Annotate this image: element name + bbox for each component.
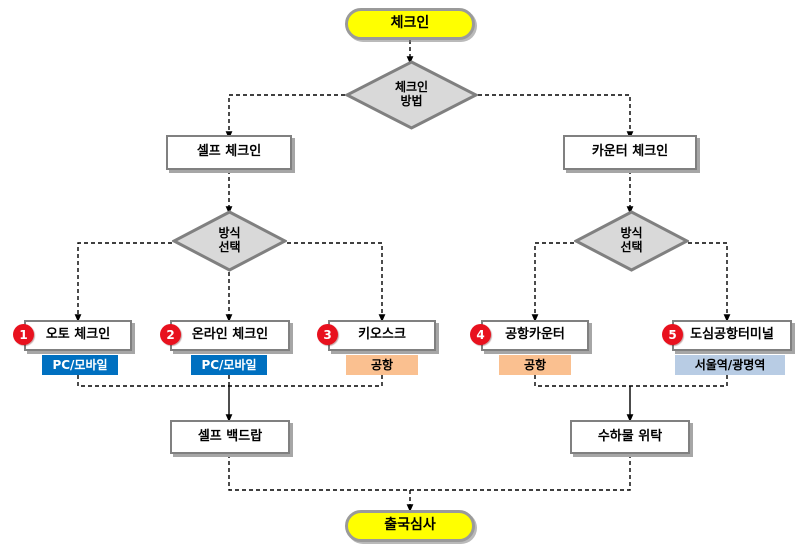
node-start[interactable]: 체크인 <box>345 8 475 40</box>
node-end[interactable]: 출국심사 <box>345 510 475 542</box>
edge-method-to-self <box>225 94 345 140</box>
node-decision-self-mode[interactable]: 방식 선택 <box>172 210 287 272</box>
edge-countermode-to-leaf5 <box>688 242 731 323</box>
tag-kiosk: 공항 <box>346 355 418 375</box>
edge-selfmode-to-leaf3 <box>287 242 386 323</box>
diamond-shape-self-mode <box>172 210 287 272</box>
node-counter-checkin[interactable]: 카운터 체크인 <box>563 135 697 170</box>
node-leaf-kiosk[interactable]: 키오스크 <box>328 320 436 351</box>
tag-auto-checkin: PC/모바일 <box>42 355 118 375</box>
edge-bus-final <box>228 454 631 491</box>
edge-bus-right <box>534 375 728 387</box>
badge-4: 4 <box>470 324 491 345</box>
node-self-bagdrop[interactable]: 셀프 백드랍 <box>170 420 290 454</box>
node-leaf-city-airport-terminal[interactable]: 도심공항터미널 <box>672 320 792 351</box>
edge-bus-left <box>77 375 383 387</box>
edge-method-to-counter <box>478 94 634 140</box>
node-leaf-airport-counter[interactable]: 공항카운터 <box>481 320 589 351</box>
node-leaf-online-checkin[interactable]: 온라인 체크인 <box>170 320 290 351</box>
node-decision-counter-mode[interactable]: 방식 선택 <box>574 210 689 272</box>
badge-1: 1 <box>13 324 34 345</box>
tag-online-checkin: PC/모바일 <box>191 355 267 375</box>
badge-2: 2 <box>160 324 181 345</box>
node-decision-self-mode-label: 방식 선택 <box>218 226 241 254</box>
badge-3: 3 <box>317 324 338 345</box>
tag-airport-counter: 공항 <box>499 355 571 375</box>
diamond-shape-counter-mode <box>574 210 689 272</box>
tag-city-airport-terminal: 서울역/광명역 <box>675 355 785 375</box>
node-decision-counter-mode-label: 방식 선택 <box>620 226 643 254</box>
node-baggage-check[interactable]: 수하물 위탁 <box>570 420 690 454</box>
node-self-checkin[interactable]: 셀프 체크인 <box>166 135 292 170</box>
edge-selfmode-to-leaf1 <box>74 242 172 323</box>
diamond-shape-method <box>345 60 478 130</box>
node-leaf-auto-checkin[interactable]: 오토 체크인 <box>24 320 132 351</box>
edge-countermode-to-leaf4 <box>531 242 574 323</box>
node-decision-checkin-method[interactable]: 체크인 방법 <box>345 60 478 130</box>
badge-5: 5 <box>662 324 683 345</box>
node-decision-checkin-method-label: 체크인 방법 <box>394 80 429 108</box>
